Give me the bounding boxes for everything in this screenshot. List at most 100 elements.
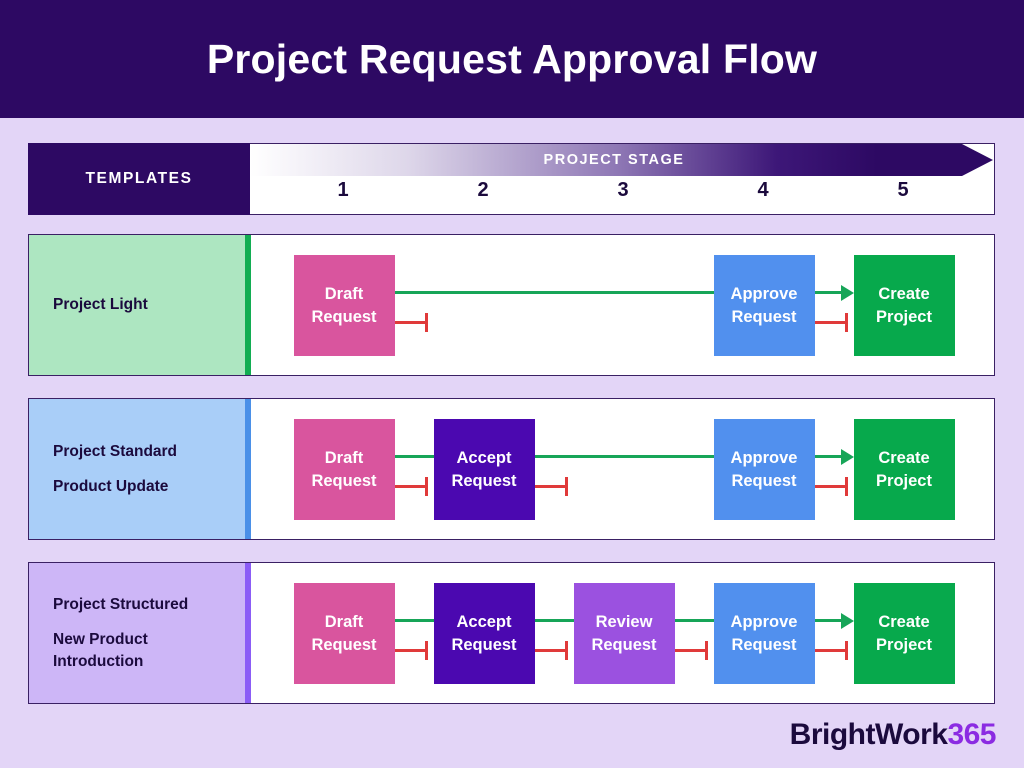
stage-node-label-line2: Request — [311, 635, 377, 654]
template-label-line: Product Update — [53, 477, 169, 495]
stage-node-label-line1: Approve — [730, 612, 798, 631]
approve-connector-line — [394, 619, 434, 622]
template-accent-bar — [245, 399, 251, 539]
reject-connector-stop-icon — [424, 313, 428, 332]
stage-number: 4 — [757, 179, 769, 201]
stage-node-label-line1: Approve — [730, 284, 798, 303]
project-stage-gradient-bar: PROJECT STAGE — [250, 144, 962, 176]
reject-connector-line — [814, 321, 845, 324]
stage-node-label-line2: Request — [451, 635, 517, 654]
stage-node-label-line1: Create — [878, 284, 930, 303]
approve-connector-line — [534, 455, 714, 458]
stage-node-label-line2: Request — [311, 471, 377, 490]
template-label-line: Introduction — [53, 652, 144, 670]
reject-connector-stop-icon — [844, 641, 848, 660]
reject-connector-stop-icon — [704, 641, 708, 660]
approve-connector-line — [814, 619, 841, 622]
approve-connector-arrow-icon — [840, 285, 854, 301]
stage-number-scale: 1 2 3 4 5 — [250, 176, 993, 214]
stage-node-label-line1: Create — [878, 448, 930, 467]
logo-name: BrightWork — [789, 718, 948, 751]
reject-connector-stop-icon — [844, 477, 848, 496]
stage-node-label-line2: Request — [731, 471, 797, 490]
reject-connector-line — [534, 485, 565, 488]
reject-connector-line — [394, 649, 425, 652]
approve-connector-line — [814, 291, 841, 294]
stage-node-label-line1: Accept — [456, 612, 512, 631]
reject-connector-line — [394, 321, 425, 324]
stage-node-label-line2: Request — [451, 471, 517, 490]
title-bar: Project Request Approval Flow — [0, 0, 1024, 118]
stage-number: 5 — [897, 179, 909, 201]
stage-node-label-line2: Project — [876, 307, 932, 326]
reject-connector-stop-icon — [424, 477, 428, 496]
stage-node-label-line2: Request — [731, 307, 797, 326]
approve-connector-arrow-icon — [840, 613, 854, 629]
reject-connector-stop-icon — [844, 313, 848, 332]
stage-node-label-line2: Project — [876, 635, 932, 654]
reject-connector-stop-icon — [424, 641, 428, 660]
stage-number: 2 — [477, 179, 489, 201]
approve-connector-line — [394, 455, 434, 458]
stage-node-label-line1: Draft — [324, 284, 364, 303]
stage-node-label-line2: Request — [591, 635, 657, 654]
reject-connector-line — [394, 485, 425, 488]
project-stage-label: PROJECT STAGE — [543, 152, 685, 168]
stage-node-label-line1: Review — [595, 612, 653, 631]
template-label-panel: Project Light — [29, 235, 251, 375]
stage-number: 1 — [337, 179, 349, 201]
template-label-line: Project Light — [53, 296, 148, 313]
approve-connector-line — [674, 619, 714, 622]
stage-node-label-line1: Approve — [730, 448, 798, 467]
stage-node-label-line2: Project — [876, 471, 932, 490]
header-strip: TEMPLATES PROJECT STAGE 1 2 3 4 5 — [28, 143, 995, 215]
template-label-line: Project Standard — [53, 442, 178, 460]
template-label-line: New Product — [53, 630, 148, 648]
approve-connector-line — [394, 291, 714, 294]
reject-connector-stop-icon — [564, 477, 568, 496]
approve-connector-line — [534, 619, 574, 622]
templates-header-block: TEMPLATES — [28, 143, 250, 215]
brightwork365-logo: BrightWork365 — [789, 718, 997, 752]
stage-node-label-line1: Create — [878, 612, 930, 631]
template-label-line: Project Structured — [53, 595, 189, 613]
stage-node-label-line1: Accept — [456, 448, 512, 467]
stage-node-label-line2: Request — [311, 307, 377, 326]
reject-connector-stop-icon — [564, 641, 568, 660]
stage-node-label-line1: Draft — [324, 448, 364, 467]
stage-arrow-icon — [962, 144, 993, 176]
template-accent-bar — [245, 563, 251, 703]
reject-connector-line — [534, 649, 565, 652]
logo-suffix: 365 — [947, 718, 996, 751]
stage-node-label-line1: Draft — [324, 612, 364, 631]
approve-connector-arrow-icon — [840, 449, 854, 465]
page-title: Project Request Approval Flow — [206, 35, 818, 82]
stage-number: 3 — [617, 179, 629, 201]
reject-connector-line — [814, 649, 845, 652]
reject-connector-line — [814, 485, 845, 488]
template-accent-bar — [245, 235, 251, 375]
project-stage-header-block: PROJECT STAGE 1 2 3 4 5 — [250, 143, 995, 215]
templates-label: TEMPLATES — [85, 170, 193, 187]
reject-connector-line — [674, 649, 705, 652]
